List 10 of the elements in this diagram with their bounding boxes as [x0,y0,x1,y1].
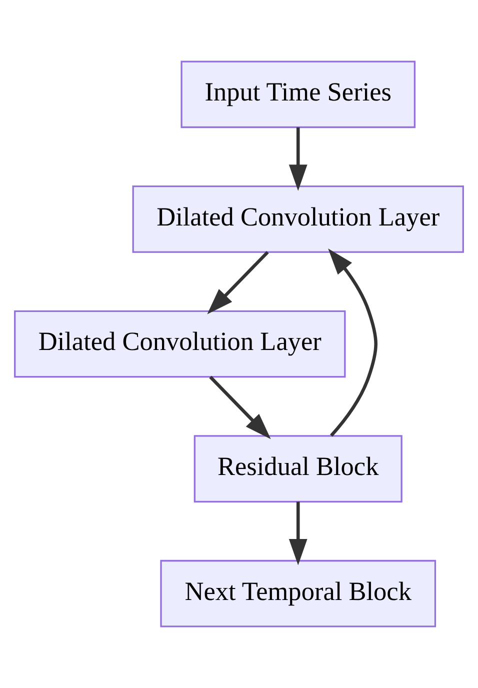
arrow [209,376,271,440]
node-box: Dilated Convolution Layer [14,310,346,378]
arrow [288,127,308,191]
node-box: Residual Block [194,435,402,502]
arrow [288,502,308,566]
node-box: Dilated Convolution Layer [132,186,464,253]
arrow [207,251,269,314]
arrow [328,248,378,437]
node-box: Next Temporal Block [160,560,436,628]
node-box: Input Time Series [180,60,416,128]
